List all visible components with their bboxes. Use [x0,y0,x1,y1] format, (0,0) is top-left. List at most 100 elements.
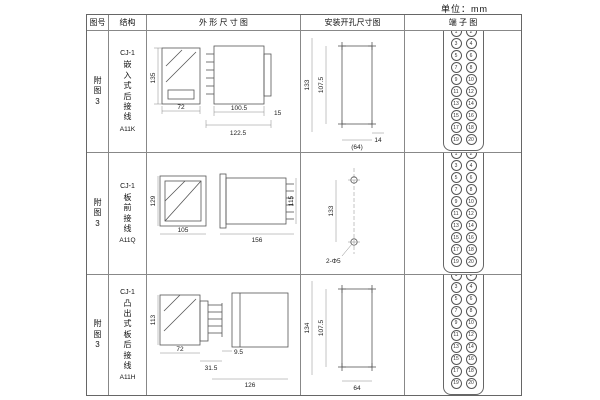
dim-total-depth: 156 [251,237,262,244]
install-svg-row3: 134 107.5 64 [304,281,376,392]
terminal-number: 15 [450,110,462,121]
dim-width: 64 [353,385,361,392]
terminal-number: 19 [450,134,462,145]
row3-install-drawing: 134 107.5 64 [301,275,405,395]
model-label: CJ-1 [120,182,135,190]
terminal-number: 7 [450,62,462,73]
terminal-number: 19 [450,256,462,267]
terminal-number: 20 [465,134,477,145]
row3-outline-drawing: 113 72 31.5 9.5 126 [147,275,301,395]
terminal-number: 3 [450,160,462,171]
structure-label: 板前接线 [123,192,132,233]
header-structure: 结构 [109,15,147,31]
row1-outline-drawing: 135 72 100.5 122.5 15 [147,31,301,153]
dim-cutout-v: 133 [304,79,311,90]
dim-width: 72 [177,104,185,111]
terminal-number: 18 [465,244,477,255]
terminal-number: 9 [450,317,462,329]
row2-figure-number: 附图3 [87,153,109,275]
terminal-number: 10 [465,196,477,207]
terminal-number: 19 [450,377,462,389]
terminal-number: 9 [450,74,462,85]
terminal-number: 8 [465,62,477,73]
spec-table: 图号 结构 外 形 尺 寸 图 安装开孔尺寸图 端 子 图 附图3 CJ-1 嵌… [86,14,522,396]
terminal-number: 15 [450,353,462,365]
terminal-number: 5 [450,50,462,61]
header-fig-no: 图号 [87,15,109,31]
terminal-number: 6 [465,50,477,61]
terminal-number: 6 [465,172,477,183]
dim-width: 72 [176,346,184,353]
model-label: CJ-1 [120,50,135,58]
dim-term-len: 31.5 [204,365,217,372]
dim-side-height: 115 [288,195,295,206]
terminal-number: 4 [465,281,477,293]
terminal-number: 3 [450,281,462,293]
dim-height: 129 [150,195,157,206]
type-code: A11Q [119,237,136,245]
terminal-number: 4 [465,38,477,49]
dim-hole-v: 133 [328,205,335,216]
terminal-number: 16 [465,353,477,365]
terminal-number: 11 [450,329,462,341]
row3-structure: CJ-1 凸出式板后接线 A11H [109,275,147,395]
row2-outline-drawing: 129 105 156 115 [147,153,301,275]
dim-height: 135 [150,72,157,83]
dim-width: (64) [351,144,363,151]
terminal-number: 9 [450,196,462,207]
row1-install-drawing: 133 107.5 14 (64) [301,31,405,153]
figure-number-text: 附图3 [93,319,102,350]
terminal-number: 17 [450,122,462,133]
dim-cutout-v: 134 [304,322,311,333]
terminal-number: 5 [450,172,462,183]
row1-figure-number: 附图3 [87,31,109,153]
row2-structure: CJ-1 板前接线 A11Q [109,153,147,275]
structure-label: 凸出式板后接线 [123,298,132,370]
terminal-number: 18 [465,365,477,377]
terminal-number: 11 [450,86,462,97]
terminal-number: 1 [450,31,462,37]
terminal-number: 5 [450,293,462,305]
terminal-number: 13 [450,98,462,109]
terminal-number: 13 [450,341,462,353]
terminal-number: 11 [450,208,462,219]
model-label: CJ-1 [120,288,135,296]
terminal-number: 13 [450,220,462,231]
terminal-number: 14 [465,220,477,231]
header-terminal: 端 子 图 [405,15,521,31]
dim-height: 113 [150,314,157,325]
terminal-number: 6 [465,293,477,305]
terminal-number: 12 [465,208,477,219]
terminal-number: 8 [465,305,477,317]
row1-structure: CJ-1 嵌入式后接线 A11K [109,31,147,153]
figure-number-text: 附图3 [93,75,102,106]
header-outline: 外 形 尺 寸 图 [147,15,301,31]
terminal-number: 16 [465,110,477,121]
terminal-number: 17 [450,244,462,255]
terminal-number: 17 [450,365,462,377]
header-install: 安装开孔尺寸图 [301,15,405,31]
outline-svg-row2: 129 105 156 115 [150,173,296,244]
terminal-number: 20 [465,377,477,389]
terminal-number: 10 [465,74,477,85]
terminal-number: 4 [465,160,477,171]
row3-figure-number: 附图3 [87,275,109,395]
outline-svg-row1: 135 72 100.5 122.5 15 [150,45,281,137]
dim-body-depth: 100.5 [230,105,247,112]
terminal-number: 14 [465,341,477,353]
terminal-number: 1 [450,275,462,281]
terminal-number: 2 [465,31,477,37]
terminal-number: 8 [465,184,477,195]
dim-hole-v: 107.5 [318,319,325,336]
terminal-number: 7 [450,184,462,195]
terminal-number: 14 [465,98,477,109]
type-code: A11K [119,125,136,133]
dim-total-depth: 126 [244,382,255,389]
figure-number-text: 附图3 [93,197,102,228]
